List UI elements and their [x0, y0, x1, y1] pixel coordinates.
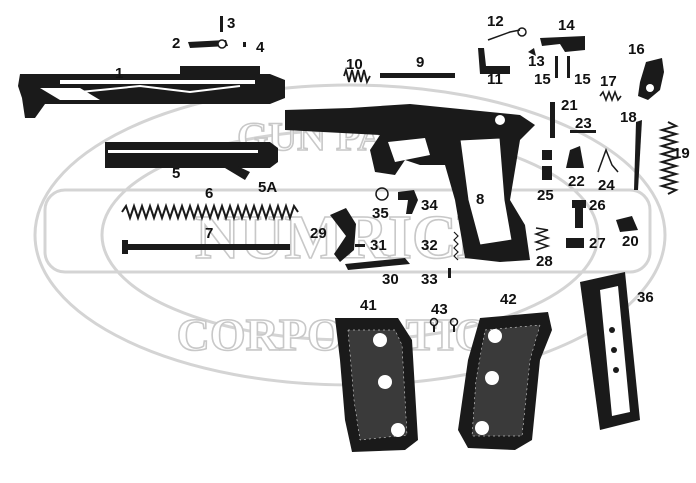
- part-1-slide: [18, 66, 285, 118]
- part-label-36: 36: [637, 289, 654, 306]
- part-label-13: 13: [528, 53, 545, 70]
- part-26-plunger: [572, 200, 586, 228]
- part-30-trigger-bar: [345, 258, 410, 270]
- part-label-34: 34: [421, 197, 438, 214]
- part-15a-pin: [555, 56, 558, 78]
- part-13-pin: [528, 48, 536, 56]
- part-41-left-grip: [335, 318, 418, 452]
- part-label-41: 41: [360, 297, 377, 314]
- part-20-seat: [616, 216, 638, 232]
- part-label-32: 32: [421, 237, 438, 254]
- part-33-pin: [448, 268, 451, 278]
- part-label-33: 33: [421, 271, 438, 288]
- part-label-28: 28: [536, 253, 553, 270]
- part-label-14: 14: [558, 17, 575, 34]
- part-label-17: 17: [600, 73, 617, 90]
- part-8-frame: [285, 104, 535, 262]
- part-7-guide-rod: [122, 240, 290, 254]
- part-27-magazine-catch: [566, 238, 584, 248]
- part-19-mainspring: [658, 121, 680, 195]
- watermark-band: [43, 188, 652, 274]
- part-label-5a: 5A: [258, 179, 278, 196]
- part-36-magazine: [580, 272, 640, 430]
- part-25-plunger: [542, 150, 552, 180]
- part-31-pin: [355, 244, 365, 247]
- part-label-35: 35: [372, 205, 389, 222]
- part-11-extractor: [478, 48, 510, 74]
- part-label-22: 22: [568, 173, 585, 190]
- part-12-spring: [487, 29, 521, 41]
- part-42-right-grip: [458, 312, 552, 450]
- part-label-15a: 15: [534, 71, 551, 88]
- part-label-6: 6: [205, 185, 214, 202]
- part-label-2: 2: [172, 35, 181, 52]
- part-label-30: 30: [382, 271, 399, 288]
- part-label-12: 12: [487, 13, 504, 30]
- part-9-firing-pin: [380, 73, 455, 78]
- part-18-strut: [634, 120, 642, 190]
- part-3-pin: [220, 16, 223, 32]
- part-label-10: 10: [346, 56, 363, 73]
- part-label-29: 29: [310, 225, 327, 242]
- part-17-spring: [599, 89, 622, 103]
- part-label-15b: 15: [574, 71, 591, 88]
- part-23-pin: [570, 130, 596, 133]
- part-5-barrel: [105, 142, 278, 180]
- part-label-25: 25: [537, 187, 554, 204]
- part-6-recoil-spring: [121, 202, 299, 222]
- part-label-31: 31: [370, 237, 387, 254]
- part-4-small-pin: [243, 42, 246, 47]
- part-34-slide-stop: [398, 190, 418, 214]
- part-14-sear: [540, 36, 585, 52]
- part-label-5: 5: [172, 165, 181, 182]
- part-15b-pin: [567, 56, 570, 78]
- part-label-19: 19: [673, 145, 690, 162]
- part-2-rear-sight: [188, 39, 228, 49]
- part-label-42: 42: [500, 291, 517, 308]
- part-16-hammer: [638, 58, 664, 100]
- part-label-24: 24: [598, 177, 615, 194]
- part-label-7: 7: [205, 225, 214, 242]
- part-label-16: 16: [628, 41, 645, 58]
- part-21-pin: [550, 102, 555, 138]
- part-label-26: 26: [589, 197, 606, 214]
- part-24-sear-spring: [597, 147, 619, 173]
- part-10-spring: [343, 66, 371, 85]
- part-label-1: 1: [115, 65, 124, 82]
- part-label-11: 11: [487, 71, 503, 88]
- part-label-27: 27: [589, 235, 606, 252]
- part-label-21: 21: [561, 97, 578, 114]
- part-43-grip-screws: [429, 317, 459, 332]
- part-label-23: 23: [575, 115, 592, 132]
- part-label-18: 18: [620, 109, 637, 126]
- part-label-43: 43: [431, 301, 448, 318]
- part-label-9: 9: [416, 54, 425, 71]
- part-label-20: 20: [622, 233, 639, 250]
- part-32-spring: [453, 231, 459, 261]
- part-29-trigger: [330, 208, 356, 262]
- part-label-3: 3: [227, 15, 236, 32]
- part-35-ring: [375, 187, 389, 201]
- part-28-spring: [533, 227, 551, 251]
- part-22-disconnector: [566, 146, 584, 168]
- part-label-4: 4: [256, 39, 265, 56]
- part-label-8: 8: [476, 191, 485, 208]
